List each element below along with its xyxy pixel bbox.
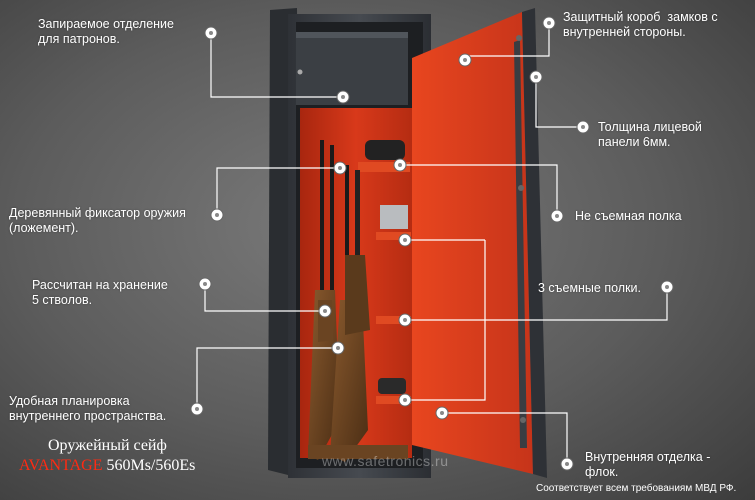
callout-layout: Удобная планировка внутреннего пространс… — [9, 394, 167, 423]
footer-note: Соответствует всем требованиям МВД РФ. — [536, 483, 737, 494]
gun-holder — [308, 445, 408, 459]
callout-markers — [190, 16, 674, 471]
callout-lock-cover: Защитный короб замков с внутренней сторо… — [563, 10, 718, 39]
callout-gun-holder: Деревянный фиксатор оружия (ложемент). — [9, 206, 186, 235]
callout-fixed-shelf: Не съемная полка — [575, 209, 682, 223]
cartridge-box — [380, 205, 408, 229]
callout-capacity: Рассчитан на хранение 5 стволов. — [32, 278, 168, 307]
watermark: www.safetronics.ru — [322, 453, 449, 469]
removable-shelf-1 — [376, 232, 411, 240]
binocular — [365, 140, 405, 160]
leader-lines — [196, 23, 668, 464]
fixed-shelf — [358, 162, 410, 172]
shelf-item — [378, 378, 406, 394]
removable-shelf-2 — [376, 316, 411, 324]
product-title: Оружейный сейф — [48, 437, 167, 454]
callout-removable-shelves: 3 съемные полки. — [538, 281, 642, 295]
ammo-compartment — [296, 32, 408, 105]
product-model-line: AVANTAGE 560Ms/560Es — [19, 457, 195, 475]
callout-front-panel: Толщина лицевой панели 6мм. — [598, 120, 702, 149]
callout-ammo-compartment: Запираемое отделение для патронов. — [38, 17, 174, 46]
model-name: 560Ms/560Es — [102, 457, 196, 474]
shotguns — [308, 140, 370, 462]
removable-shelf-3 — [376, 396, 411, 404]
safe-door — [412, 8, 547, 478]
callout-flock: Внутренняя отделка - флок. — [585, 450, 711, 479]
brand-name: AVANTAGE — [19, 457, 103, 474]
